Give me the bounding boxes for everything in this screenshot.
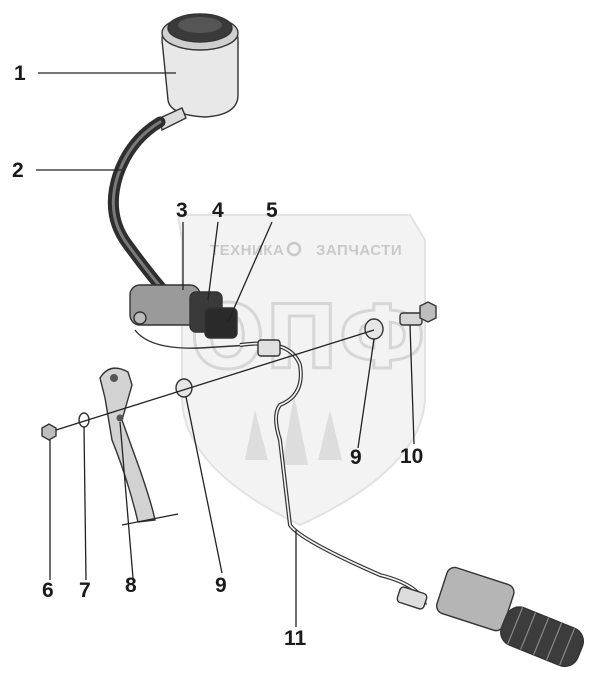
pipe-part xyxy=(239,339,427,606)
leader-lines xyxy=(36,72,415,627)
washer-part-9-right xyxy=(364,318,384,340)
callout-2: 2 xyxy=(12,159,24,182)
callout-1: 1 xyxy=(14,62,26,85)
callout-4: 4 xyxy=(212,199,224,222)
watermark-tower-icons xyxy=(245,395,342,465)
nut-part-6 xyxy=(41,423,57,441)
reservoir-part xyxy=(159,13,239,132)
slave-cylinder-part xyxy=(396,566,585,668)
callout-10: 10 xyxy=(400,445,423,468)
callout-9-left: 9 xyxy=(215,574,227,597)
hose-part xyxy=(107,116,171,298)
callout-6: 6 xyxy=(42,579,54,602)
callout-9-right: 9 xyxy=(350,446,362,469)
callout-labels: 1 2 3 4 5 6 7 8 9 9 10 11 xyxy=(12,62,423,650)
fasteners xyxy=(41,301,437,441)
callout-5: 5 xyxy=(266,199,278,222)
callout-3: 3 xyxy=(176,199,188,222)
callout-8: 8 xyxy=(125,574,137,597)
washer-part-9-left xyxy=(175,378,193,398)
callout-7: 7 xyxy=(79,579,91,602)
master-cylinder-part xyxy=(129,284,251,349)
watermark-gear-icon xyxy=(286,241,302,257)
watermark-text-left: ТЕХНИКА xyxy=(210,242,284,259)
callout-11: 11 xyxy=(284,627,307,650)
watermark-text-right: ЗАПЧАСТИ xyxy=(316,242,402,259)
pin-part-10 xyxy=(399,301,437,326)
pedal-lever-part xyxy=(99,367,179,526)
